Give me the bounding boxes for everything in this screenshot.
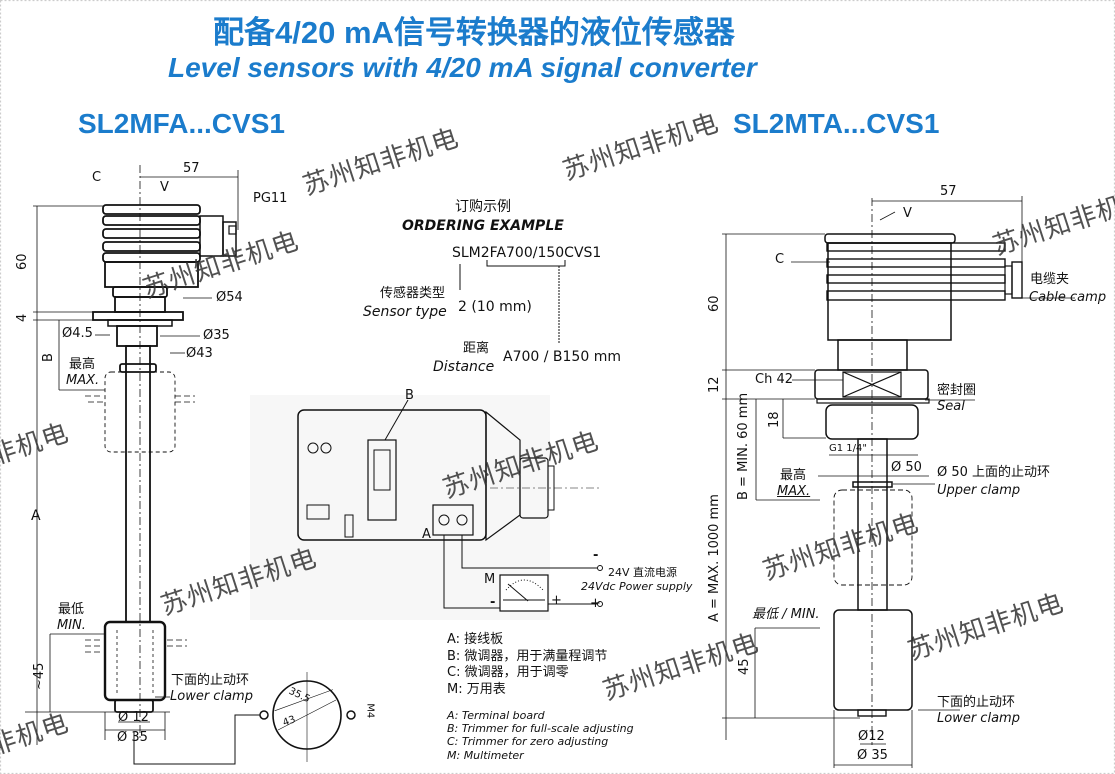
label-a: A [422,527,431,542]
sensor-type-cn: 传感器类型 [380,286,446,301]
lower-clamp-en: Lower clamp [170,689,253,704]
supply-cn: 24V 直流电源 [608,566,678,579]
ordering-brackets [459,260,566,344]
dim-a: A [31,508,41,524]
r-min-label: 最低 / MIN. [752,607,820,622]
converter-circuit [250,395,603,620]
label-b: B [405,388,414,403]
legend-cn-a: A: 接线板 [447,632,504,647]
upper-clamp-cn: Ø 50 上面的止动环 [937,465,1051,480]
thread-g1-1-4: G1 1/4" [829,443,867,454]
cable-clamp-en: Cable camp [1029,290,1107,305]
dia-4-5: Ø4.5 [62,326,93,341]
r-dim-12: 12 [707,376,722,393]
seal-cn: 密封圈 [937,383,977,398]
dim-4: 4 [15,313,30,322]
dim-b: B [41,353,56,362]
seal-en: Seal [937,399,965,414]
r-dim-45: 45 [737,658,752,675]
label-v: V [160,180,169,195]
r-lower-clamp-en: Lower clamp [937,711,1020,726]
legend-cn-c: C: 微调器，用于调零 [447,665,569,680]
dim-60: 60 [15,253,30,270]
left-sensor-drawing [25,165,356,765]
legend-cn-m: M: 万用表 [447,682,506,697]
right-model-name: SL2MTA...CVS1 [733,108,940,139]
r-dia-35: Ø 35 [857,748,888,763]
dia-35: Ø35 [203,328,230,343]
r-dim-57: 57 [940,184,957,199]
r-dim-60: 60 [707,295,722,312]
dia-54: Ø54 [216,290,243,305]
supply-plus: + [590,596,601,611]
dim-18: 18 [767,411,782,428]
r-max-en: MAX. [777,484,811,499]
right-sensor-drawing [722,196,1075,768]
dia-43: Ø43 [186,346,213,361]
legend-en-m: M: Multimeter [447,749,524,762]
r-label-v: V [903,206,912,221]
max-cn: 最高 [69,357,96,372]
supply-en: 24Vdc Power supply [581,580,693,593]
min-cn: 最低 [58,602,85,617]
max-en: MAX. [66,373,100,388]
label-pg11: PG11 [253,191,288,206]
dim-57: 57 [183,161,200,176]
legend-cn-b: B: 微调器，用于满量程调节 [447,649,608,664]
ordering-title-en: ORDERING EXAMPLE [402,218,564,234]
dim-45: ~45 [32,662,47,690]
r-dim-a: A = MAX. 1000 mm [707,494,722,622]
label-m: M [484,572,496,587]
lower-clamp-cn: 下面的止动环 [171,673,250,688]
r-dim-b: B = MIN. 60 mm [736,392,751,500]
sensor-type-value: 2 (10 mm) [458,299,532,315]
meter-minus: - [490,595,496,610]
supply-minus: - [593,548,599,563]
legend-en-a: A: Terminal board [447,709,545,722]
min-en: MIN. [57,618,86,633]
upper-clamp-en: Upper clamp [937,483,1021,498]
label-c: C [92,170,102,185]
distance-cn: 距离 [463,341,490,356]
r-lower-clamp-cn: 下面的止动环 [937,695,1016,710]
circle-m4: M4 [364,703,376,719]
distance-en: Distance [433,359,495,375]
legend-en-b: B: Trimmer for full-scale adjusting [447,722,634,735]
distance-value: A700 / B150 mm [503,349,621,365]
title-chinese: 配备4/20 mA信号转换器的液位传感器 [213,15,735,50]
dia-35-bottom: Ø 35 [117,730,148,745]
dia-12: Ø 12 [118,710,149,725]
left-model-name: SL2MFA...CVS1 [78,108,285,139]
r-max-cn: 最高 [780,468,807,483]
sensor-type-en: Sensor type [363,304,447,320]
ordering-code: SLM2FA700/150CVS1 [452,245,602,261]
r-label-c: C [775,252,785,267]
ch-42: Ch 42 [755,372,793,387]
meter-plus: + [551,593,562,608]
r-dia-12: Ø12 [858,729,885,744]
r-dia-50: Ø 50 [891,460,922,475]
title-english: Level sensors with 4/20 mA signal conver… [168,52,757,83]
cable-clamp-cn: 电缆夹 [1030,272,1070,287]
legend-en-c: C: Trimmer for zero adjusting [447,735,609,748]
ordering-title-cn: 订购示例 [455,199,511,215]
